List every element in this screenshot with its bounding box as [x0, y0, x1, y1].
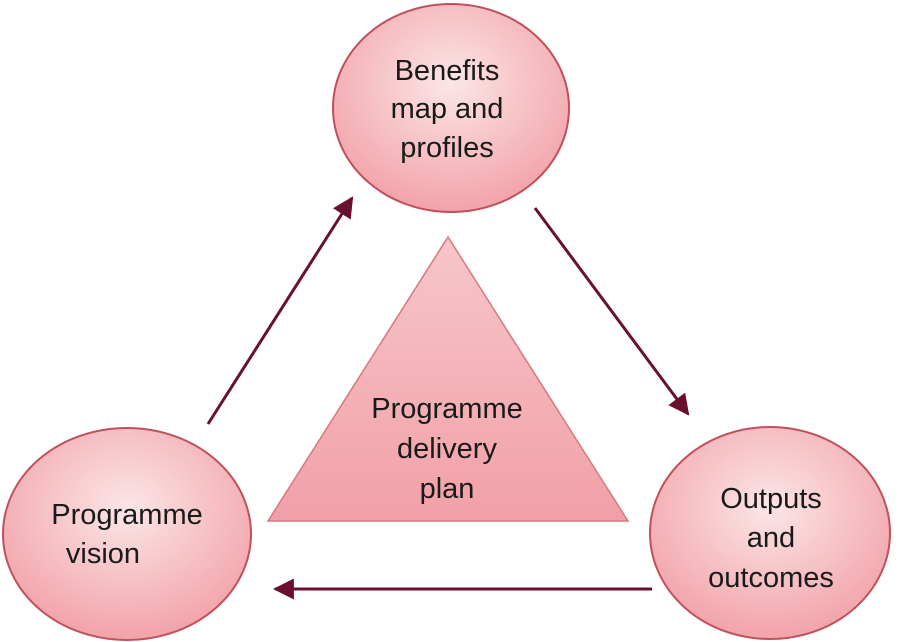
delivery-plan-line-2: delivery — [397, 433, 497, 465]
vision-circle — [2, 427, 252, 641]
arrow-benefits-to-outputs — [533, 207, 690, 416]
vision-node: Programme vision — [2, 427, 252, 641]
delivery-plan-triangle — [266, 235, 630, 522]
outputs-line-1: Outputs — [720, 483, 822, 515]
outputs-line-2: and — [747, 522, 795, 554]
delivery-plan-line-3: plan — [420, 473, 475, 505]
outputs-circle — [649, 426, 891, 640]
benefits-line-2: map and — [391, 93, 504, 125]
delivery-plan-node: Programme delivery plan — [266, 235, 630, 522]
benefits-line-3: profiles — [400, 132, 494, 164]
outputs-line-3: outcomes — [708, 562, 834, 594]
vision-line-1: Programme — [51, 499, 203, 531]
arrow-vision-to-benefits — [206, 196, 354, 425]
outputs-node: Outputs and outcomes — [649, 426, 891, 640]
benefits-circle — [332, 3, 570, 213]
vision-line-2: vision — [66, 538, 140, 570]
delivery-plan-line-1: Programme — [371, 393, 523, 425]
benefits-line-1: Benefits — [395, 55, 500, 87]
benefits-node: Benefits map and profiles — [332, 3, 570, 213]
